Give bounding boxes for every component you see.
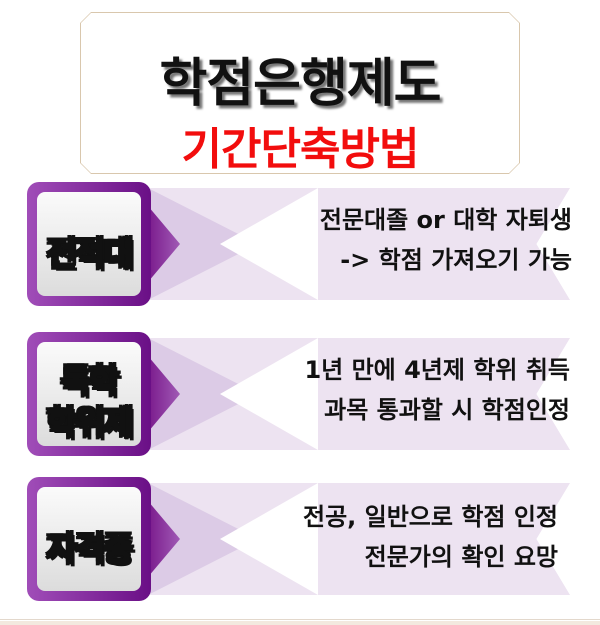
description-line-1: 전문대졸 or 대학 자퇴생 [319,206,572,234]
method-description: 전문대졸 or 대학 자퇴생 -> 학점 가져오기 가능 [320,200,572,280]
description-line-2: -> 학점 가져오기 가능 [340,246,572,274]
badge-label-line-2: 학위제 [45,403,134,443]
description-line-1: 1년 만에 4년제 학위 취득 [304,356,570,384]
label-badge-inner: 독학 학위제 [37,342,141,446]
page-subtitle: 기간단축방법 [181,124,419,175]
page-title: 학점은행제도 [159,54,441,114]
title-box: 학점은행제도 기간단축방법 [81,13,519,173]
label-badge-inner: 전적대 [37,192,141,296]
method-description: 전공, 일반으로 학점 인정 전문가의 확인 요망 [303,497,558,577]
label-badge: 자격증 [27,477,151,601]
footer-band [0,621,600,625]
description-line-2: 전문가의 확인 요망 [364,543,558,571]
method-item-transfer: 전적대 전문대졸 or 대학 자퇴생 -> 학점 가져오기 가능 [0,182,600,312]
label-badge: 전적대 [27,182,151,306]
label-badge: 독학 학위제 [27,332,151,456]
badge-label-line-1: 독학 [60,361,121,401]
label-badge-inner: 자격증 [37,487,141,591]
description-line-2: 과목 통과할 시 학점인정 [324,396,570,424]
description-line-1: 전공, 일반으로 학점 인정 [303,503,558,531]
method-item-self-study: 독학 학위제 1년 만에 4년제 학위 취득 과목 통과할 시 학점인정 [0,332,600,462]
method-description: 1년 만에 4년제 학위 취득 과목 통과할 시 학점인정 [304,350,570,430]
badge-label: 전적대 [45,234,134,274]
method-item-certificate: 자격증 전공, 일반으로 학점 인정 전문가의 확인 요망 [0,477,600,607]
footer-divider [0,619,600,620]
badge-label: 자격증 [45,529,134,569]
